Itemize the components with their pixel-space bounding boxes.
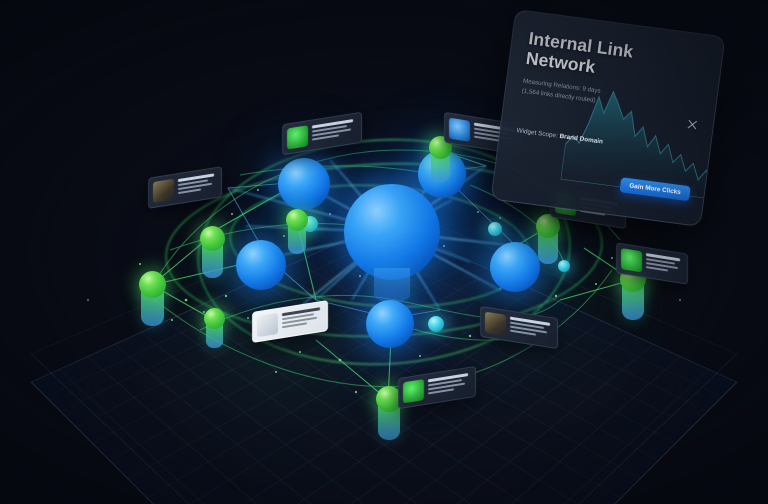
- node-green-bottom-left[interactable]: [204, 308, 225, 329]
- internal-link-network-panel[interactable]: Internal Link Network Measuring Relation…: [490, 8, 726, 228]
- card-thumbnail-icon: [485, 311, 506, 336]
- card-thumbnail-icon: [257, 312, 278, 338]
- node-cyan-bottom[interactable]: [428, 316, 444, 332]
- card-thumbnail-icon: [621, 248, 642, 273]
- node-green-left-inner[interactable]: [200, 226, 225, 251]
- node-green-left-outer[interactable]: [139, 271, 166, 298]
- node-cyan-far-right[interactable]: [558, 260, 570, 272]
- node-central-hub[interactable]: [344, 184, 440, 280]
- node-cyan-right[interactable]: [488, 222, 502, 236]
- card-text-lines: [646, 252, 683, 279]
- card-text-lines: [312, 117, 357, 145]
- pillar-central-hub: [374, 268, 410, 302]
- node-blue-left[interactable]: [236, 240, 286, 290]
- close-icon[interactable]: [685, 117, 700, 132]
- card-thumbnail-icon: [449, 117, 470, 142]
- card-thumbnail-icon: [403, 379, 424, 404]
- card-text-lines: [282, 306, 323, 333]
- panel-subtitle: Measuring Relations: 9 days (1,564 links…: [521, 77, 642, 111]
- node-green-mid-left[interactable]: [286, 209, 308, 231]
- card-text-lines: [178, 172, 217, 199]
- card-text-lines: [510, 316, 553, 344]
- card-thumbnail-icon: [287, 125, 308, 150]
- node-blue-right[interactable]: [490, 242, 540, 292]
- node-blue-upper-left[interactable]: [278, 158, 330, 210]
- node-blue-bottom[interactable]: [366, 300, 414, 348]
- card-thumbnail-icon: [153, 178, 174, 204]
- card-text-lines: [428, 372, 471, 400]
